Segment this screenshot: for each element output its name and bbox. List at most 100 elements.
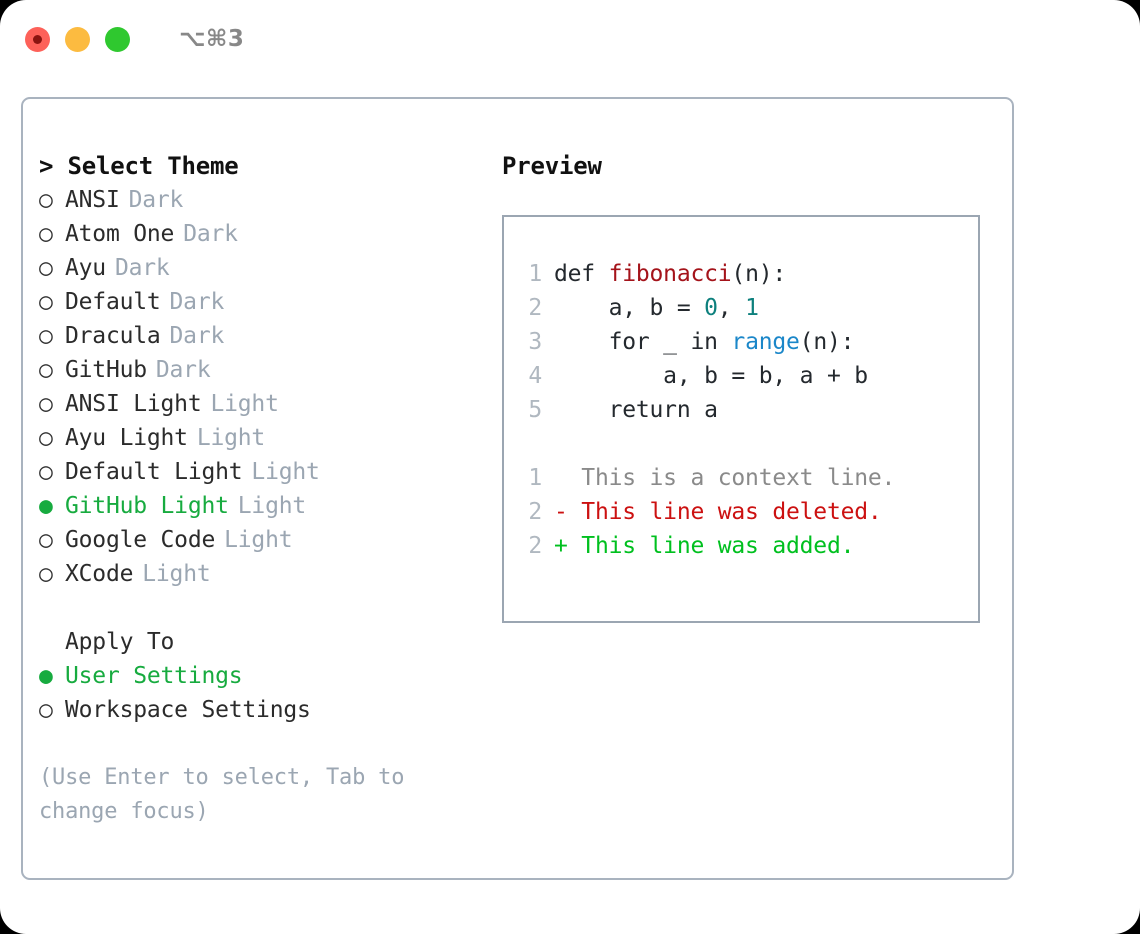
theme-option-label: Atom One: [65, 221, 175, 247]
theme-variant-tag: Light: [251, 459, 320, 485]
diff-line: 2 + This line was added.: [504, 529, 978, 563]
diff-line-text: + This line was added.: [554, 533, 855, 559]
theme-option-label: Default: [65, 289, 161, 315]
theme-option-label: Ayu: [65, 255, 106, 281]
theme-option[interactable]: ○ ANSI Dark: [39, 183, 489, 217]
radio-unselected-icon: ○: [39, 255, 53, 281]
apply-to-option[interactable]: ○ Workspace Settings: [39, 693, 489, 727]
theme-option-label: ANSI Light: [65, 391, 202, 417]
radio-unselected-icon: ○: [39, 459, 53, 485]
theme-option[interactable]: ○ Default Dark: [39, 285, 489, 319]
radio-unselected-icon: ○: [39, 697, 53, 723]
theme-option[interactable]: ○ Default Light Light: [39, 455, 489, 489]
apply-to-heading: Apply To: [65, 629, 175, 655]
keyboard-shortcut-label: ⌥⌘3: [179, 26, 245, 52]
line-number: 1: [528, 465, 542, 491]
diff-line: 1 This is a context line.: [504, 461, 978, 495]
theme-option-label: Dracula: [65, 323, 161, 349]
code-token-plain: for _ in: [554, 329, 732, 355]
radio-unselected-icon: ○: [39, 289, 53, 315]
line-number: 5: [528, 397, 542, 423]
code-token-call: range: [731, 329, 800, 355]
theme-option-label: ANSI: [65, 187, 120, 213]
theme-variant-tag: Light: [210, 391, 279, 417]
theme-option-label: Google Code: [65, 527, 216, 553]
close-window-button[interactable]: [25, 26, 50, 52]
theme-option[interactable]: ○ GitHub Dark: [39, 353, 489, 387]
theme-option[interactable]: ○ ANSI Light Light: [39, 387, 489, 421]
keyboard-hint: (Use Enter to select, Tab to change focu…: [39, 765, 405, 824]
theme-option[interactable]: ● GitHub Light Light: [39, 489, 489, 523]
theme-variant-tag: Light: [237, 493, 307, 519]
select-theme-heading: > Select Theme: [39, 152, 239, 180]
theme-variant-tag: Dark: [114, 255, 170, 281]
radio-unselected-icon: ○: [39, 221, 53, 247]
theme-variant-tag: Dark: [169, 289, 225, 315]
title-bar: ⌥⌘3: [0, 0, 1140, 78]
line-number: 2: [528, 295, 542, 321]
diff-line-text: This is a context line.: [554, 465, 896, 491]
line-number: 2: [528, 499, 542, 525]
code-token-num: 0: [704, 295, 718, 321]
minimize-window-button[interactable]: [65, 26, 90, 52]
theme-variant-tag: Dark: [183, 221, 238, 247]
radio-unselected-icon: ○: [39, 425, 53, 451]
apply-to-option-label: Workspace Settings: [65, 697, 311, 723]
theme-option[interactable]: ○ Ayu Light Light: [39, 421, 489, 455]
radio-unselected-icon: ○: [39, 561, 53, 587]
code-token-plain: (n):: [731, 261, 787, 287]
theme-option[interactable]: ○ Ayu Dark: [39, 251, 489, 285]
code-line: 5 return a: [504, 393, 978, 427]
section-spacer: [39, 591, 489, 625]
code-line: 4 a, b = b, a + b: [504, 359, 978, 393]
theme-variant-tag: Light: [196, 425, 266, 451]
theme-variant-tag: Light: [224, 527, 293, 553]
apply-to-option[interactable]: ●User Settings: [39, 659, 489, 693]
theme-option-label: Default Light: [65, 459, 243, 485]
theme-option-label: XCode: [65, 561, 134, 587]
theme-variant-tag: Light: [142, 561, 211, 587]
theme-variant-tag: Dark: [128, 187, 184, 213]
radio-unselected-icon: ○: [39, 187, 53, 213]
code-token-plain: return a: [554, 397, 718, 423]
line-number: 1: [528, 261, 542, 287]
theme-option-label: Ayu Light: [65, 425, 188, 451]
window-controls: [25, 26, 130, 52]
theme-option-label: GitHub Light: [65, 493, 229, 519]
code-line: 1 def fibonacci(n):: [504, 257, 978, 291]
radio-unselected-icon: ○: [39, 323, 53, 349]
radio-unselected-icon: ○: [39, 357, 53, 383]
code-token-plain: ,: [717, 295, 746, 321]
code-token-num: 1: [745, 295, 759, 321]
code-token-plain: a, b = b, a + b: [554, 363, 868, 389]
maximize-window-button[interactable]: [105, 26, 130, 52]
radio-selected-icon: ●: [39, 663, 53, 689]
code-token-fn: fibonacci: [608, 261, 732, 287]
code-token-plain: def: [554, 261, 609, 287]
radio-unselected-icon: ○: [39, 527, 53, 553]
line-number: 2: [528, 533, 542, 559]
theme-variant-tag: Dark: [155, 357, 211, 383]
code-line: 2 a, b = 0, 1: [504, 291, 978, 325]
theme-variant-tag: Dark: [169, 323, 225, 349]
theme-option[interactable]: ○ Dracula Dark: [39, 319, 489, 353]
close-icon: [33, 34, 42, 44]
line-number: 4: [528, 363, 542, 389]
theme-option[interactable]: ○ Google Code Light: [39, 523, 489, 557]
radio-unselected-icon: ○: [39, 391, 53, 417]
theme-option[interactable]: ○ Atom One Dark: [39, 217, 489, 251]
theme-option-label: GitHub: [65, 357, 147, 383]
preview-heading: Preview: [502, 152, 602, 180]
theme-option[interactable]: ○ XCode Light: [39, 557, 489, 591]
apply-to-list[interactable]: ●User Settings ○ Workspace Settings: [39, 659, 489, 727]
line-number: 3: [528, 329, 542, 355]
radio-selected-icon: ●: [39, 493, 53, 519]
code-token-plain: (n):: [799, 329, 855, 355]
diff-line: 2- This line was deleted.: [504, 495, 978, 529]
